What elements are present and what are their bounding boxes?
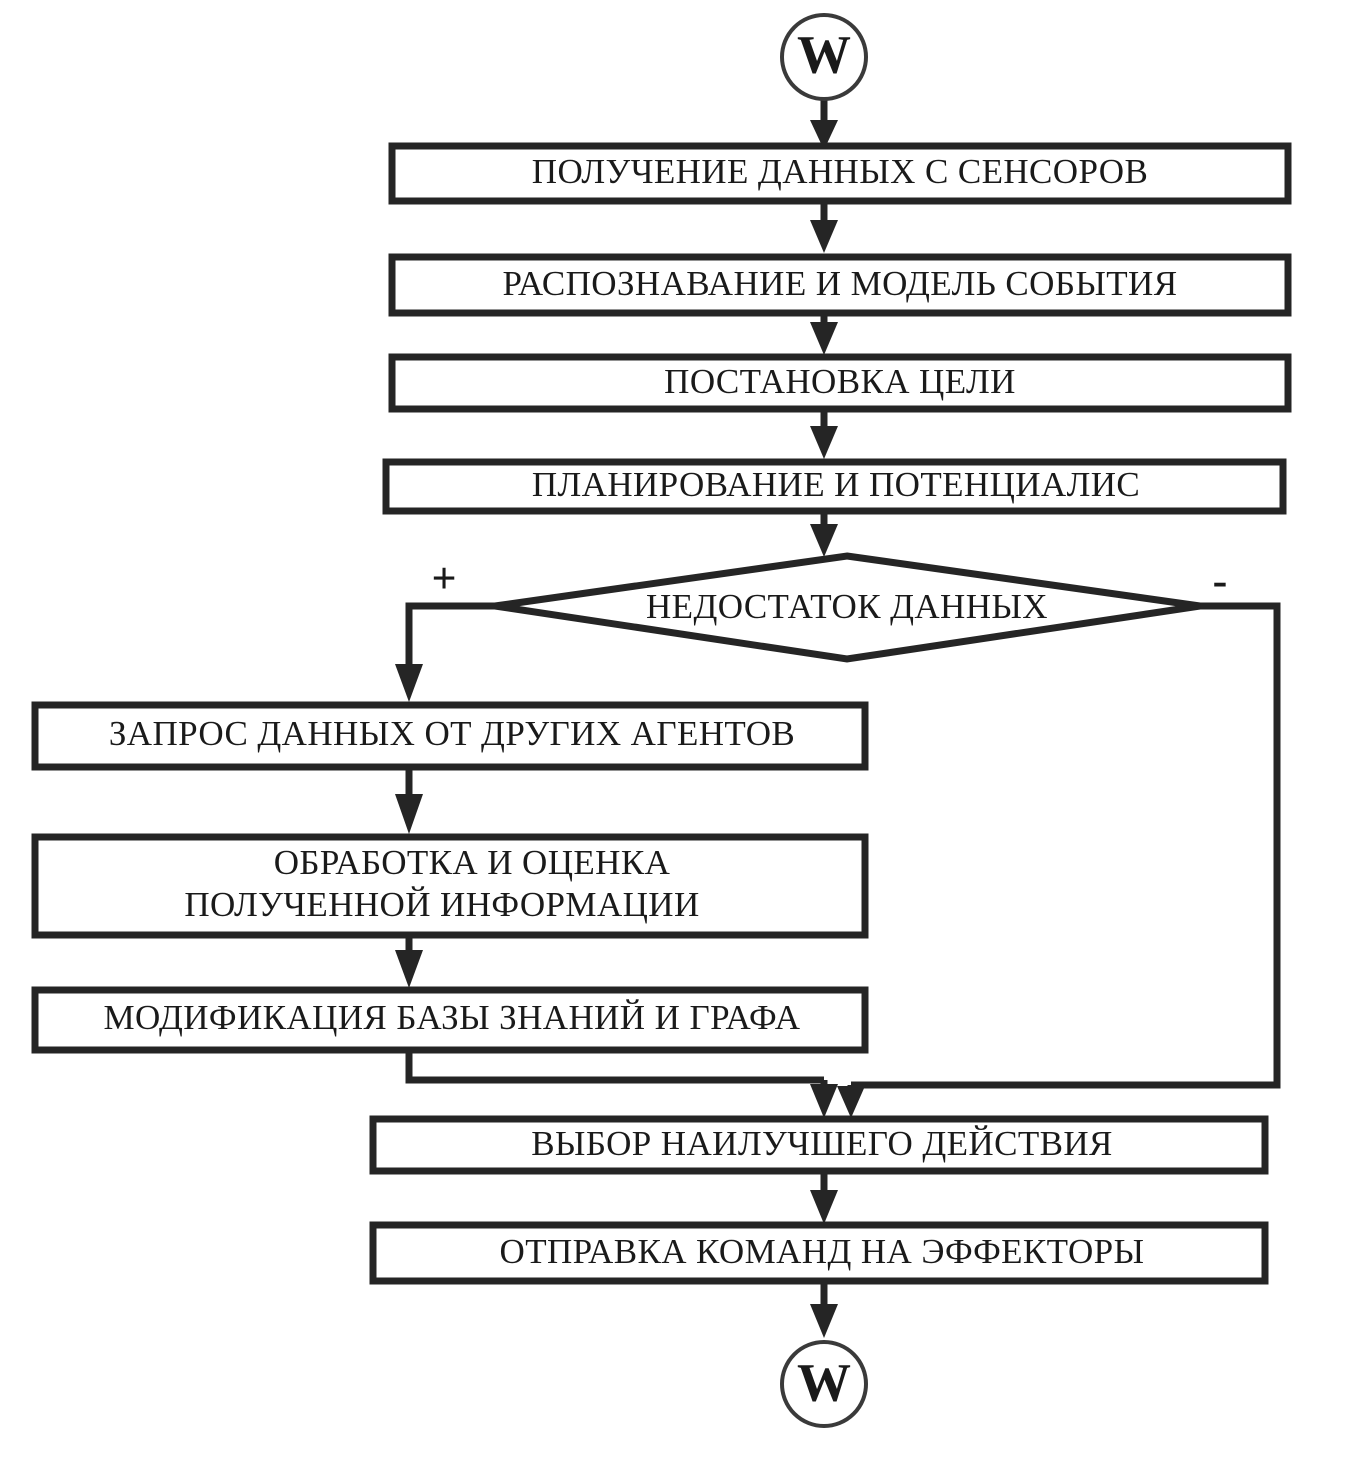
effectors-label: ОТПРАВКА КОМАНД НА ЭФФЕКТОРЫ	[500, 1232, 1145, 1271]
edge-modify-to-bestaction	[405, 1050, 824, 1084]
node-planning[interactable]: ПЛАНИРОВАНИЕ И ПОТЕНЦИАЛИС	[382, 458, 1287, 515]
goal-box	[388, 353, 1292, 413]
process-label-line2: ПОЛУЧЕННОЙ ИНФОРМАЦИИ	[184, 885, 699, 924]
node-request[interactable]: ЗАПРОС ДАННЫХ ОТ ДРУГИХ АГЕНТОВ	[31, 701, 869, 771]
connector-layer	[395, 96, 1281, 1338]
arrowhead-recognize-to-goal	[810, 322, 838, 355]
decision-diamond	[494, 552, 1201, 663]
edge-decision-negative-to-bestaction	[851, 602, 1281, 1089]
end-circle	[780, 1340, 868, 1428]
planning-box	[382, 458, 1287, 515]
node-goal[interactable]: ПОСТАНОВКА ЦЕЛИ	[388, 353, 1292, 413]
sensors-label: ПОЛУЧЕНИЕ ДАННЫХ С СЕНСОРОВ	[532, 152, 1148, 191]
process-label-line1: ОБРАБОТКА И ОЦЕНКА	[274, 843, 671, 882]
arrowhead-decision-positive	[395, 664, 423, 702]
arrowhead-start-to-sensors	[810, 120, 838, 150]
arrowhead-request-to-process	[395, 794, 423, 834]
node-decision[interactable]: НЕДОСТАТОК ДАННЫХ + -	[431, 552, 1228, 663]
arrowhead-planning-to-decision	[810, 524, 838, 557]
bestaction-label: ВЫБОР НАИЛУЧШЕГО ДЕЙСТВИЯ	[531, 1124, 1113, 1163]
arrowhead-sensors-to-recognize	[810, 220, 838, 253]
recognize-box	[388, 253, 1292, 317]
edge-decision-positive-to-request	[405, 602, 495, 672]
node-end-terminator[interactable]: W	[780, 1340, 868, 1428]
branch-label-negative: -	[1213, 556, 1228, 605]
arrowhead-process-to-modify	[395, 950, 423, 988]
node-process[interactable]: ОБРАБОТКА И ОЦЕНКА ПОЛУЧЕННОЙ ИНФОРМАЦИИ	[31, 833, 869, 939]
node-sensors[interactable]: ПОЛУЧЕНИЕ ДАННЫХ С СЕНСОРОВ	[388, 142, 1292, 205]
node-start-terminator[interactable]: W	[780, 13, 868, 101]
start-circle	[780, 13, 868, 101]
node-recognize[interactable]: РАСПОЗНАВАНИЕ И МОДЕЛЬ СОБЫТИЯ	[388, 253, 1292, 317]
arrowhead-modify-to-bestaction	[810, 1084, 838, 1118]
effectors-box	[369, 1221, 1269, 1285]
arrowhead-effectors-to-end	[810, 1304, 838, 1338]
modify-label: МОДИФИКАЦИЯ БАЗЫ ЗНАНИЙ И ГРАФА	[104, 998, 801, 1037]
arrowhead-bestaction-to-effectors	[810, 1190, 838, 1224]
arrowhead-decision-negative	[837, 1086, 865, 1118]
process-box	[31, 833, 869, 939]
node-bestaction[interactable]: ВЫБОР НАИЛУЧШЕГО ДЕЙСТВИЯ	[369, 1115, 1269, 1175]
decision-label: НЕДОСТАТОК ДАННЫХ	[646, 587, 1048, 626]
sensors-box	[388, 142, 1292, 205]
end-label: W	[797, 1352, 851, 1412]
bestaction-box	[369, 1115, 1269, 1175]
start-label: W	[797, 24, 851, 84]
node-modify[interactable]: МОДИФИКАЦИЯ БАЗЫ ЗНАНИЙ И ГРАФА	[31, 986, 869, 1054]
modify-box	[31, 986, 869, 1054]
goal-label: ПОСТАНОВКА ЦЕЛИ	[664, 362, 1016, 401]
request-label: ЗАПРОС ДАННЫХ ОТ ДРУГИХ АГЕНТОВ	[109, 714, 795, 753]
arrowhead-goal-to-planning	[810, 426, 838, 459]
recognize-label: РАСПОЗНАВАНИЕ И МОДЕЛЬ СОБЫТИЯ	[503, 264, 1178, 303]
branch-label-positive: +	[431, 554, 456, 603]
planning-label: ПЛАНИРОВАНИЕ И ПОТЕНЦИАЛИС	[532, 465, 1140, 504]
node-effectors[interactable]: ОТПРАВКА КОМАНД НА ЭФФЕКТОРЫ	[369, 1221, 1269, 1285]
request-box	[31, 701, 869, 771]
